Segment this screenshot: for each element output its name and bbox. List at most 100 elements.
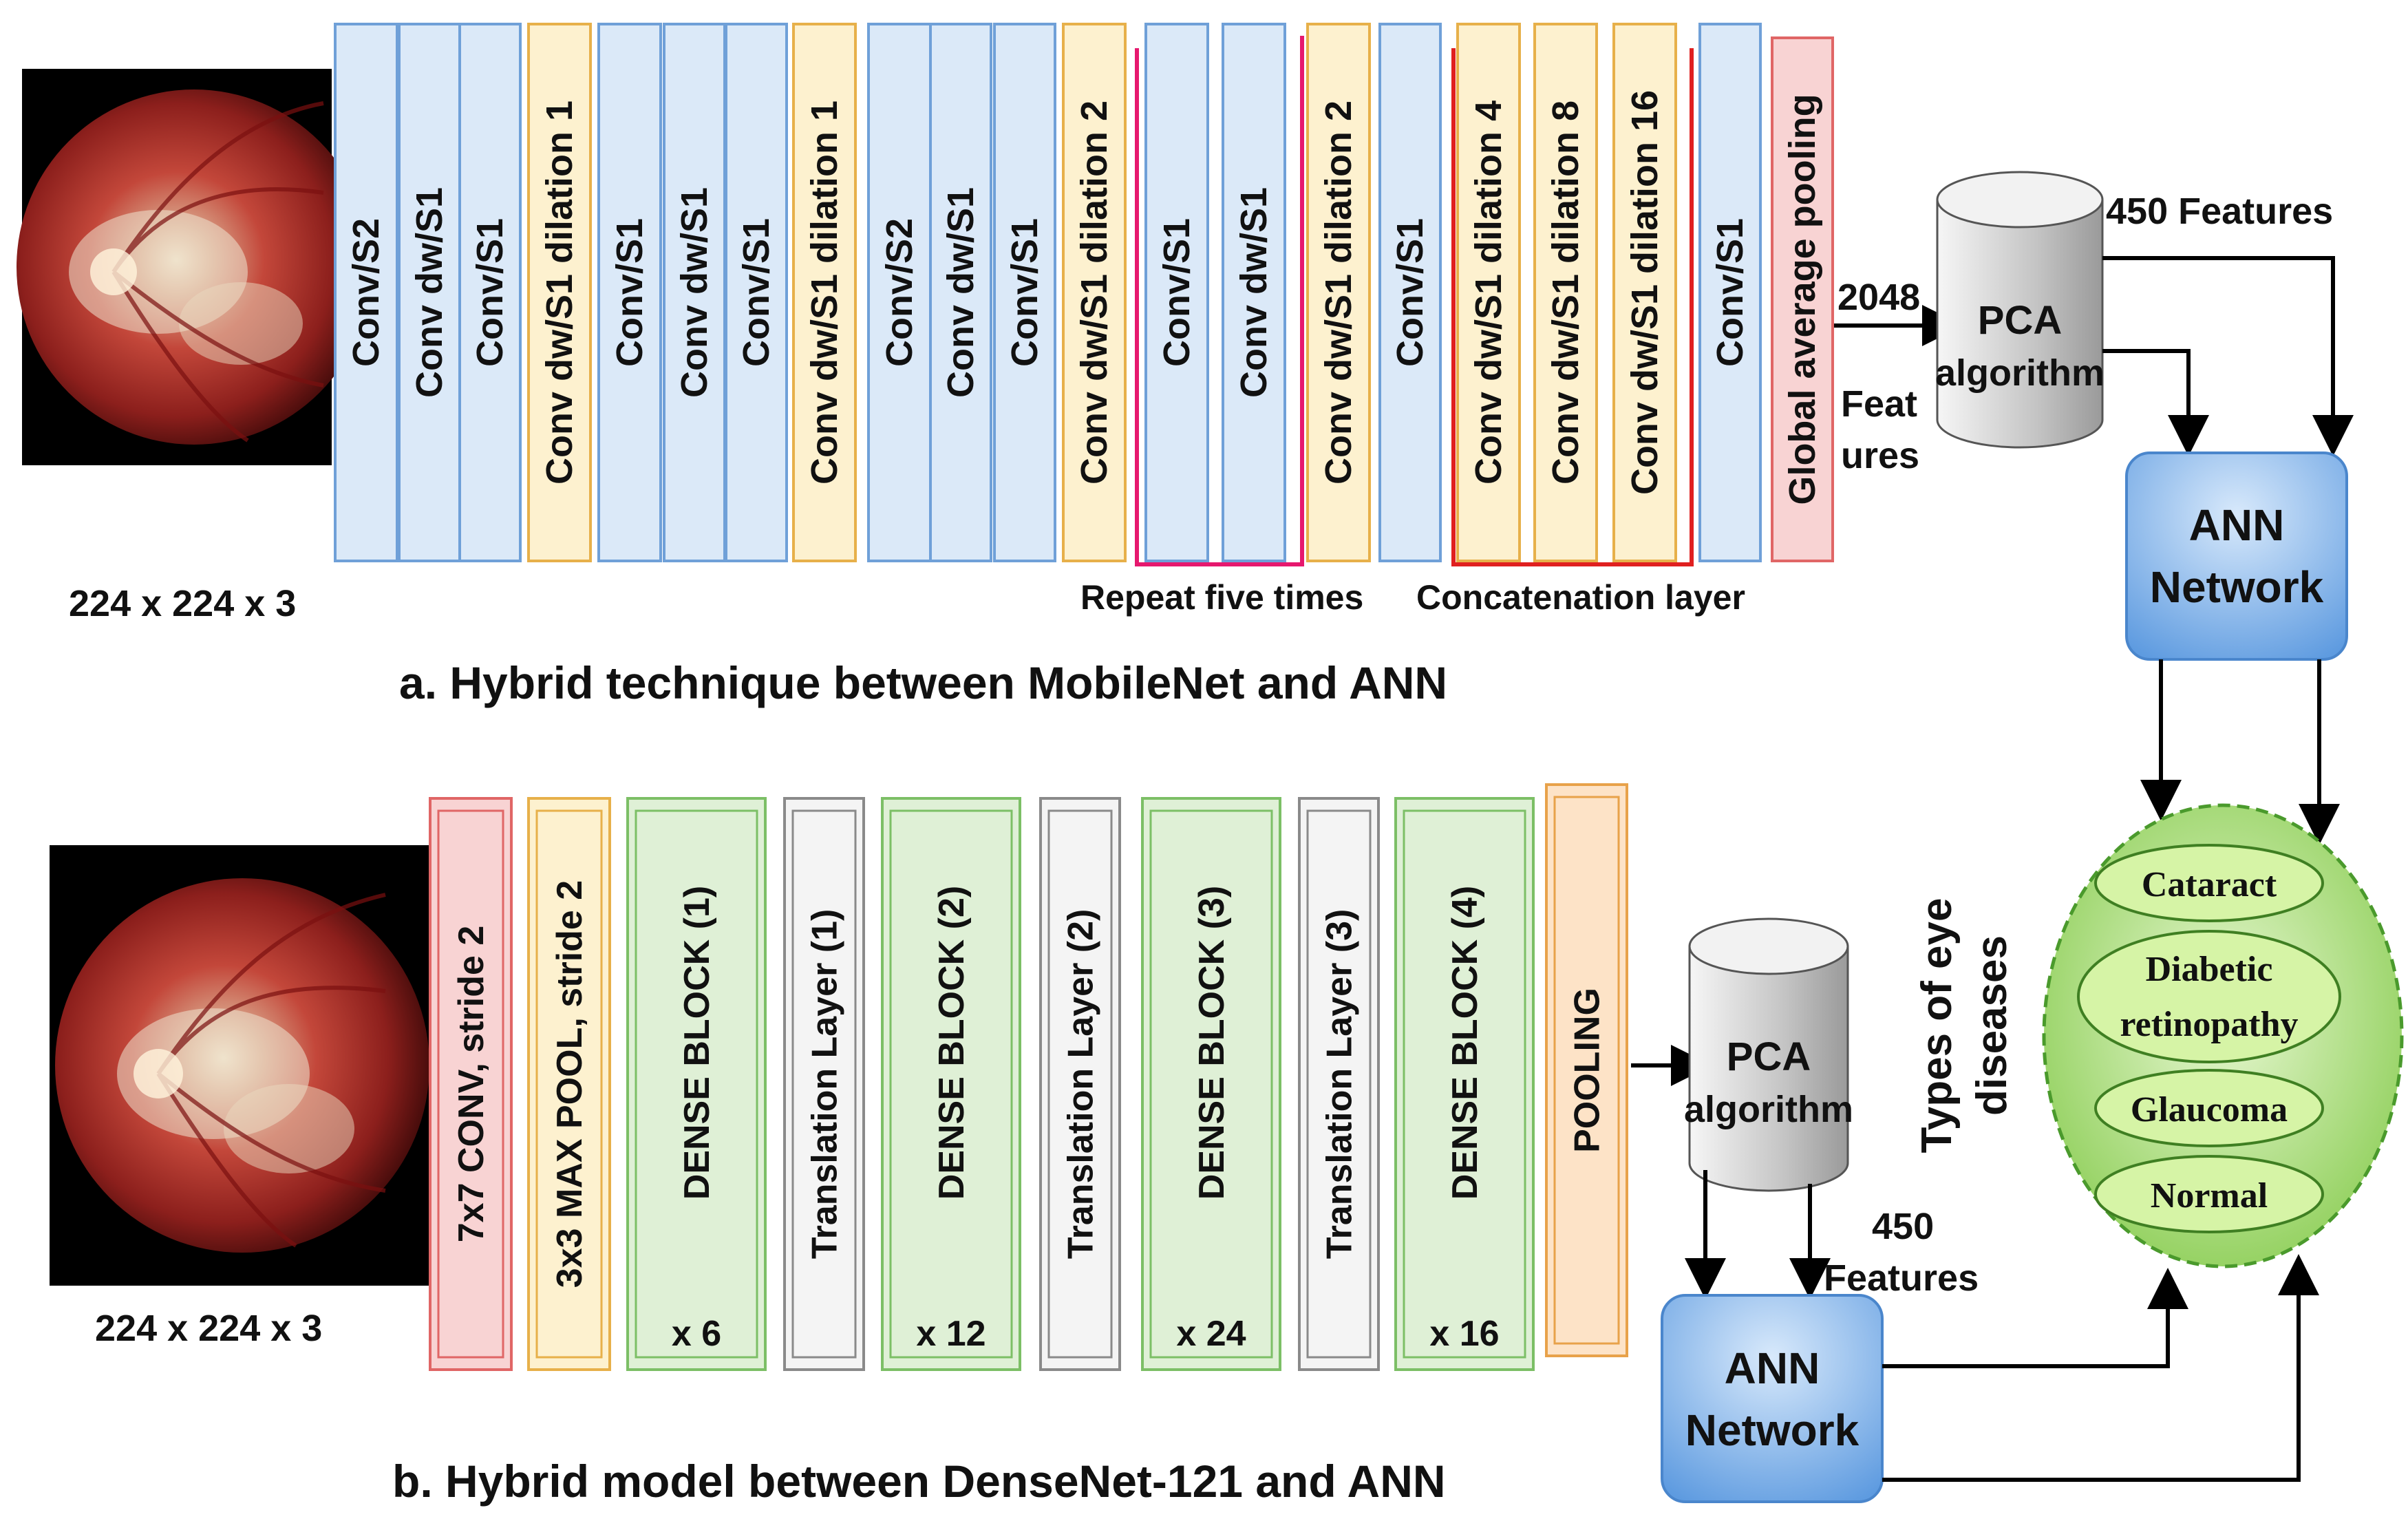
- arrow-ann-b-to-output-2: [1882, 1254, 2319, 1482]
- mobilenet-layer-conv-dw-s1: Conv dw/S1: [663, 23, 726, 562]
- mobilenet-layer-conv-s1: Conv/S1: [993, 23, 1056, 562]
- repeat-bracket: [1135, 36, 1304, 566]
- layer-label: Conv/S1: [1709, 218, 1751, 367]
- mobilenet-layer-global-average-pooling: Global average pooling: [1771, 36, 1834, 562]
- layer-label: Conv dw/S1 dilation 8: [1545, 100, 1586, 485]
- arrow-pca-ann-a1: [2102, 349, 2209, 456]
- mobilenet-layer-stack: Conv/S2 Conv dw/S1 Conv/S1 Conv dw/S1 dilat…: [334, 23, 1834, 562]
- pca-a-line2: algorithm: [1935, 352, 2105, 394]
- layer-label: Conv/S1: [1156, 218, 1197, 367]
- ann-a-line2: Network: [2150, 562, 2324, 612]
- pca-b-line1: PCA: [1727, 1034, 1811, 1079]
- caption-b: b. Hybrid model between DenseNet-121 and…: [392, 1456, 1446, 1507]
- mobilenet-layer-conv-s1: Conv/S1: [1378, 23, 1442, 562]
- class-label: Glaucoma: [2131, 1090, 2288, 1129]
- mobilenet-layer-conv-s1: Conv/S1: [597, 23, 662, 562]
- feat-label-line2: ures: [1841, 435, 1919, 476]
- mobilenet-layer-conv-dw-s1: Conv dw/S1: [1222, 23, 1286, 562]
- layer-label: Conv dw/S1 dilation 2: [1074, 100, 1115, 485]
- layer-count: x 6: [672, 1314, 721, 1354]
- pca-a-line1: PCA: [1978, 298, 2062, 343]
- mobilenet-layer-conv-dw-s1: Conv dw/S1: [398, 23, 461, 562]
- layer-count: x 12: [916, 1314, 985, 1354]
- class-label-line2: retinopathy: [2120, 1005, 2298, 1044]
- layer-label: Translation Layer (1): [805, 909, 845, 1260]
- densenet-layer-3x3-max-pool-stride-2: 3x3 MAX POOL, stride 2: [527, 797, 611, 1371]
- pca-cylinder-b: PCA algorithm: [1684, 917, 1853, 1192]
- layer-count: x 16: [1429, 1314, 1499, 1354]
- input-size-a: 224 x 224 x 3: [69, 583, 296, 624]
- densenet-layer-dense-block-1: DENSE BLOCK (1) x 6: [626, 797, 767, 1371]
- mobilenet-layer-conv-dw-s1-dilation-2: Conv dw/S1 dilation 2: [1062, 23, 1127, 562]
- densenet-layer-7x7-conv-stride-2: 7x7 CONV, stride 2: [429, 797, 513, 1371]
- mobilenet-layer-conv-s1: Conv/S1: [1698, 23, 1762, 562]
- ann-b-line2: Network: [1685, 1405, 1860, 1455]
- feat-label-line1: Feat: [1841, 383, 1917, 425]
- layer-label: Conv dw/S1: [674, 187, 715, 398]
- densenet-layer-translation-layer-2: Translation Layer (2): [1039, 797, 1121, 1371]
- features-450-b-line1: 450: [1872, 1206, 1934, 1247]
- layer-label: Conv/S2: [345, 218, 387, 367]
- mobilenet-layer-conv-s2: Conv/S2: [867, 23, 932, 562]
- layer-label: 3x3 MAX POOL, stride 2: [550, 880, 590, 1288]
- output-title-line1: Types of eye: [1913, 897, 1961, 1153]
- layer-label: Global average pooling: [1782, 94, 1823, 504]
- layer-label: Conv dw/S1: [1233, 187, 1275, 398]
- arrow-pca-ann-a2: [2102, 256, 2354, 456]
- layer-label: Conv dw/S1 dilation 16: [1624, 90, 1665, 495]
- layer-label: 7x7 CONV, stride 2: [451, 926, 491, 1243]
- layer-label: Conv dw/S1: [409, 187, 450, 398]
- class-label: Cataract: [2142, 865, 2277, 904]
- class-glaucoma: Glaucoma: [2094, 1069, 2324, 1147]
- layer-label: Conv dw/S1 dilation 1: [539, 100, 580, 485]
- class-label-line1: Diabetic: [2146, 950, 2273, 989]
- densenet-layer-stack: 7x7 CONV, stride 2 3x3 MAX POOL, stride 2…: [429, 783, 1628, 1371]
- arrow-ann-b-to-output-1: [1882, 1268, 2188, 1368]
- caption-a: a. Hybrid technique between MobileNet an…: [399, 657, 1447, 708]
- ann-b-line1: ANN: [1725, 1343, 1820, 1393]
- output-classes: Types of eye diseases Cataract Diabetic …: [1913, 803, 2404, 1268]
- layer-label: Conv dw/S1 dilation 1: [804, 100, 845, 485]
- class-label: Normal: [2151, 1176, 2268, 1215]
- mobilenet-layer-conv-s1: Conv/S1: [458, 23, 522, 562]
- mobilenet-layer-conv-dw-s1: Conv dw/S1: [929, 23, 992, 562]
- fundus-image-a: [17, 69, 372, 465]
- layer-label: Conv/S2: [879, 218, 920, 367]
- densenet-layer-dense-block-2: DENSE BLOCK (2) x 12: [881, 797, 1021, 1371]
- mobilenet-layer-conv-dw-s1-dilation-1: Conv dw/S1 dilation 1: [792, 23, 857, 562]
- mobilenet-layer-conv-s1: Conv/S1: [1144, 23, 1209, 562]
- class-cataract: Cataract: [2094, 844, 2324, 922]
- output-title-line2: diseases: [1968, 935, 2016, 1116]
- features-450-b-line2: Features: [1824, 1257, 1979, 1299]
- densenet-layer-dense-block-3: DENSE BLOCK (3)x 24: [1141, 797, 1281, 1371]
- part-b: 224 x 224 x 3 7x7 CONV, stride 2 3x3 MAX …: [50, 783, 2319, 1507]
- features-2048-label: 2048: [1837, 277, 1920, 318]
- layer-label: DENSE BLOCK (2): [932, 886, 972, 1200]
- features-450-label-a: 450 Features: [2106, 191, 2333, 232]
- ann-network-a: ANN Network: [2125, 451, 2348, 661]
- ann-network-b: ANN Network: [1661, 1294, 1884, 1503]
- layer-label: DENSE BLOCK (1): [677, 886, 717, 1200]
- layer-label: Conv dw/S1 dilation 4: [1468, 100, 1509, 485]
- repeat-label: Repeat five times: [1080, 578, 1363, 617]
- layer-label: POOLING: [1568, 988, 1608, 1153]
- densenet-layer-translation-layer-3: Translation Layer (3): [1298, 797, 1380, 1371]
- mobilenet-layer-conv-dw-s1-dilation-8: Conv dw/S1 dilation 8: [1533, 23, 1598, 562]
- layer-label: Conv dw/S1 dilation 2: [1318, 100, 1359, 485]
- input-size-b: 224 x 224 x 3: [95, 1308, 322, 1349]
- layer-label: Conv/S1: [469, 218, 511, 367]
- mobilenet-layer-conv-s1: Conv/S1: [725, 23, 788, 562]
- fundus-image-b: [50, 845, 435, 1286]
- densenet-layer-dense-block-4: DENSE BLOCK (4) x 16: [1394, 797, 1535, 1371]
- layer-count: x 24: [1176, 1314, 1246, 1354]
- layer-label: Conv/S1: [609, 218, 650, 367]
- mobilenet-layer-conv-s2: Conv/S2: [334, 23, 398, 562]
- layer-label: Translation Layer (2): [1061, 909, 1101, 1260]
- densenet-layer-translation-layer-1: Translation Layer (1): [783, 797, 865, 1371]
- layer-label: Conv/S1: [736, 218, 777, 367]
- layer-label: DENSE BLOCK (4): [1445, 886, 1485, 1200]
- concatenation-label: Concatenation layer: [1416, 578, 1745, 617]
- layer-label: Conv dw/S1: [940, 187, 981, 398]
